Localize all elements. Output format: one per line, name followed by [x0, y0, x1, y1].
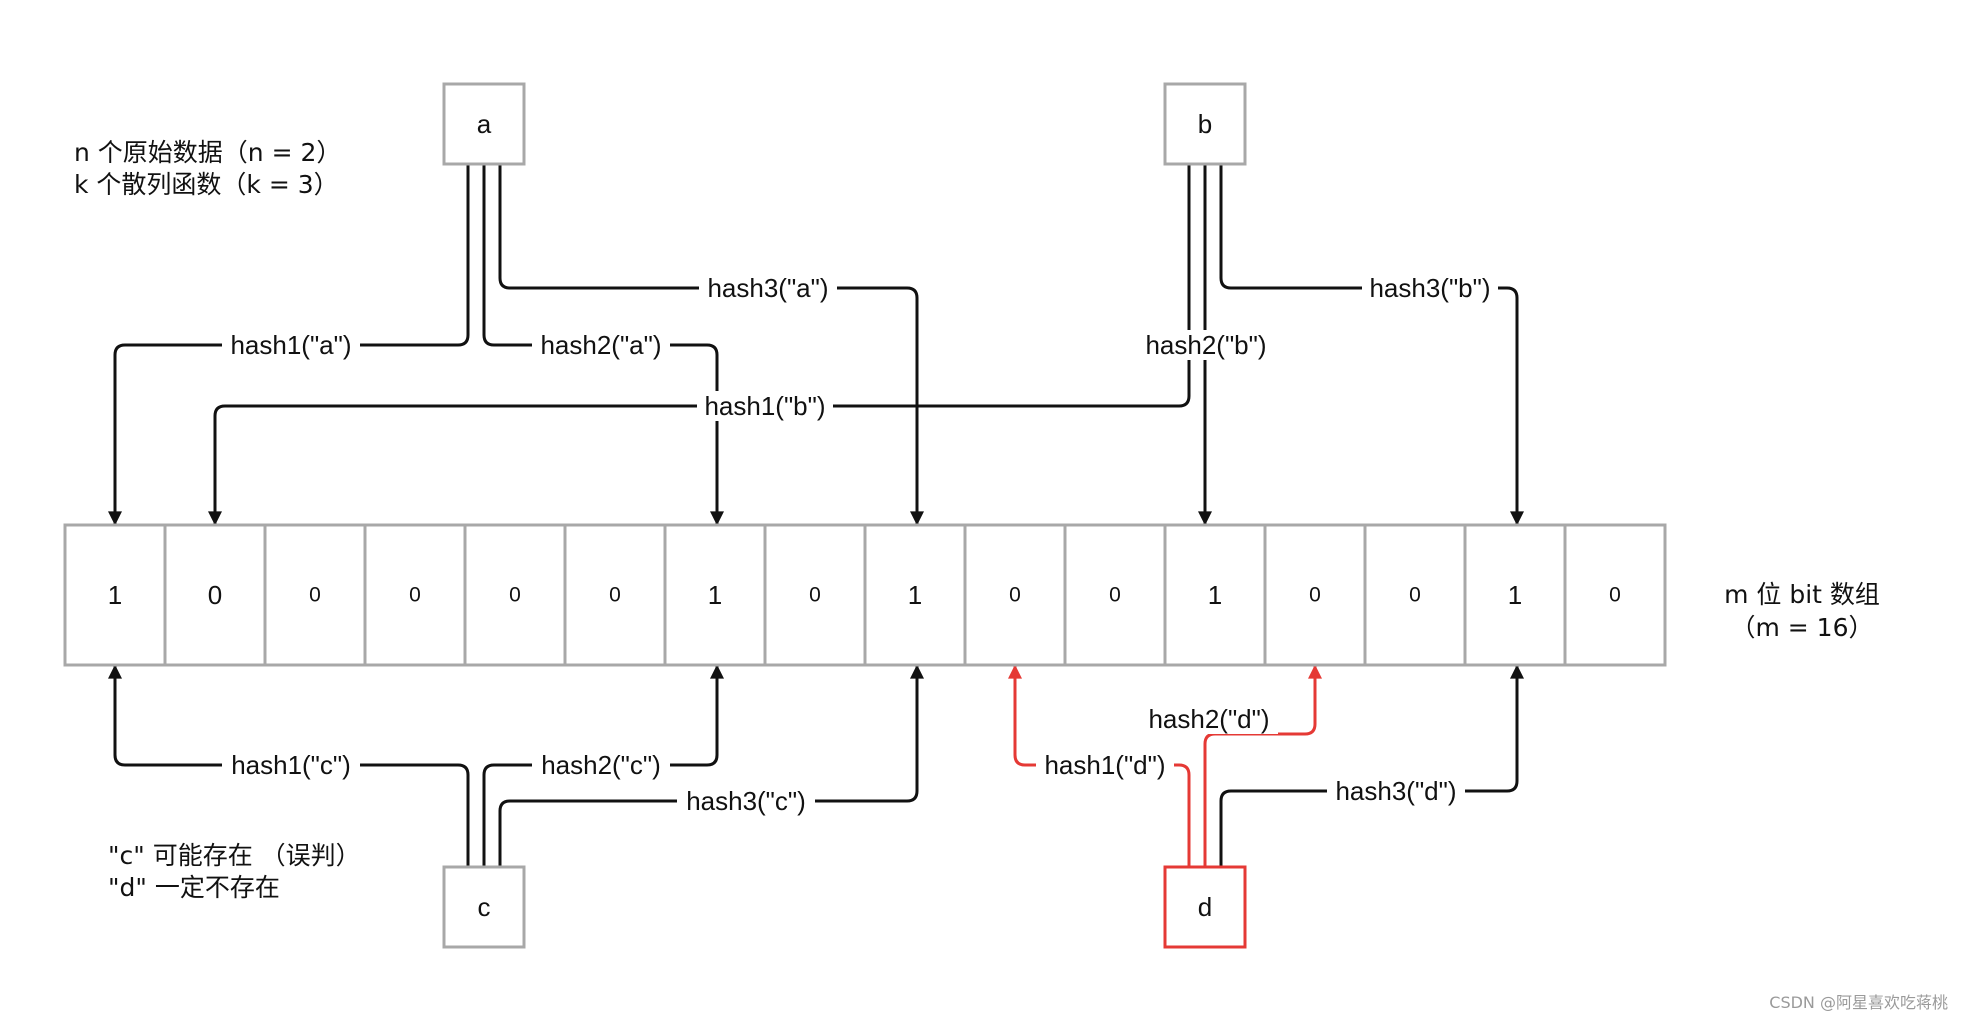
node-a: a [442, 82, 526, 166]
bit-cell-box [1363, 523, 1467, 667]
bit-cell-value: 1 [108, 580, 122, 610]
node-a-label: a [477, 109, 492, 139]
bit-cell-box [363, 523, 467, 667]
node-c-label: c [478, 892, 491, 922]
bit-array: 1 0 0 0 0 0 1 0 1 0 0 1 0 0 1 0 [63, 523, 1667, 667]
node-b-label: b [1198, 109, 1212, 139]
bit-cell-value: 1 [908, 580, 922, 610]
bit-cell-value: 1 [1508, 580, 1522, 610]
bit-cell-value: 0 [609, 584, 621, 607]
bit-cell-value: 0 [208, 580, 222, 610]
bit-cell: 1 [1163, 523, 1267, 667]
label-hash2-a: hash2("a") [540, 330, 661, 360]
bit-cell-value: 0 [1009, 584, 1021, 607]
node-c: c [442, 865, 526, 949]
label-hash1-d: hash1("d") [1044, 750, 1165, 780]
note-d: "d" 一定不存在 [108, 873, 280, 902]
bit-cell-box [563, 523, 667, 667]
bit-cell-box [1263, 523, 1367, 667]
node-d: d [1163, 865, 1247, 949]
bit-cell-value: 1 [708, 580, 722, 610]
bit-cell: 1 [863, 523, 967, 667]
bit-cell: 0 [263, 523, 367, 667]
bit-cell-box [1563, 523, 1667, 667]
bit-cell: 0 [563, 523, 667, 667]
bit-cell: 0 [363, 523, 467, 667]
label-hash1-b: hash1("b") [704, 391, 825, 421]
bit-cell-box [163, 523, 267, 667]
label-hash1-a: hash1("a") [230, 330, 351, 360]
bit-cell-value: 0 [1309, 584, 1321, 607]
bit-cell-value: 0 [509, 584, 521, 607]
bit-cell-value: 1 [1208, 580, 1222, 610]
label-hash2-d: hash2("d") [1148, 704, 1269, 734]
bit-cell: 0 [1063, 523, 1167, 667]
bit-cell: 0 [1363, 523, 1467, 667]
bit-cell-box [1163, 523, 1267, 667]
watermark: CSDN @阿星喜欢吃蒋桃 [1769, 993, 1948, 1012]
bit-cell: 1 [63, 523, 167, 667]
bit-cell: 0 [163, 523, 267, 667]
bit-cell: 1 [1463, 523, 1567, 667]
bit-cell: 0 [463, 523, 567, 667]
note-m-line1: m 位 bit 数组 [1724, 580, 1880, 609]
label-hash3-a: hash3("a") [707, 273, 828, 303]
bit-cell-box [863, 523, 967, 667]
note-k: k 个散列函数（k = 3） [74, 170, 339, 199]
note-n: n 个原始数据（n = 2） [74, 138, 341, 167]
label-hash3-d: hash3("d") [1335, 776, 1456, 806]
edge-hash3-d [1219, 664, 1524, 866]
bit-cell-value: 0 [1109, 584, 1121, 607]
bit-cell-value: 0 [409, 584, 421, 607]
label-hash3-c: hash3("c") [686, 786, 806, 816]
label-hash3-b: hash3("b") [1369, 273, 1490, 303]
note-c: "c" 可能存在 （误判） [108, 841, 361, 870]
label-hash2-b: hash2("b") [1145, 330, 1266, 360]
bit-cell: 0 [963, 523, 1067, 667]
label-hash2-c: hash2("c") [541, 750, 661, 780]
bit-cell-box [1463, 523, 1567, 667]
bit-cell: 0 [763, 523, 867, 667]
bit-cell-box [63, 523, 167, 667]
bit-cell-value: 0 [309, 584, 321, 607]
bit-cell-box [963, 523, 1067, 667]
bit-cell: 1 [663, 523, 767, 667]
bit-cell-value: 0 [1609, 584, 1621, 607]
bit-cell: 0 [1263, 523, 1367, 667]
bit-cell-value: 0 [1409, 584, 1421, 607]
node-d-label: d [1198, 892, 1212, 922]
bit-cell-box [463, 523, 567, 667]
bit-cell-box [663, 523, 767, 667]
bit-cell-box [1063, 523, 1167, 667]
label-hash1-c: hash1("c") [231, 750, 351, 780]
bit-cell-box [263, 523, 367, 667]
note-m-line2: （m = 16） [1730, 613, 1873, 642]
node-b: b [1163, 82, 1247, 166]
bit-cell: 0 [1563, 523, 1667, 667]
bit-cell-value: 0 [809, 584, 821, 607]
